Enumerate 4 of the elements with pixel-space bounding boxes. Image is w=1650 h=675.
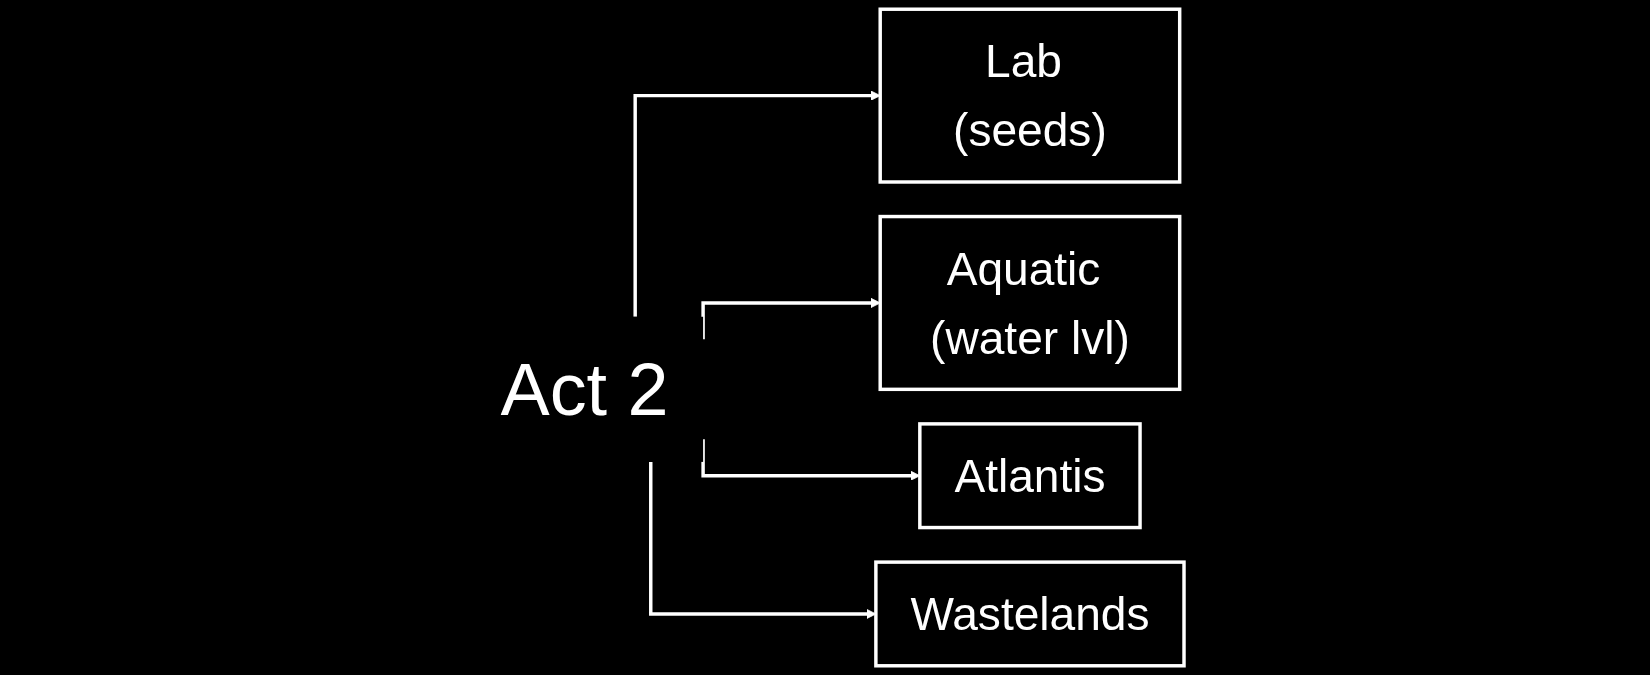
node-box: Lab (seeds) [878, 7, 1182, 184]
node-box: Aquatic (water lvl) [878, 214, 1182, 392]
node-box: Wastelands [874, 560, 1186, 668]
node-box: Atlantis [918, 422, 1142, 530]
